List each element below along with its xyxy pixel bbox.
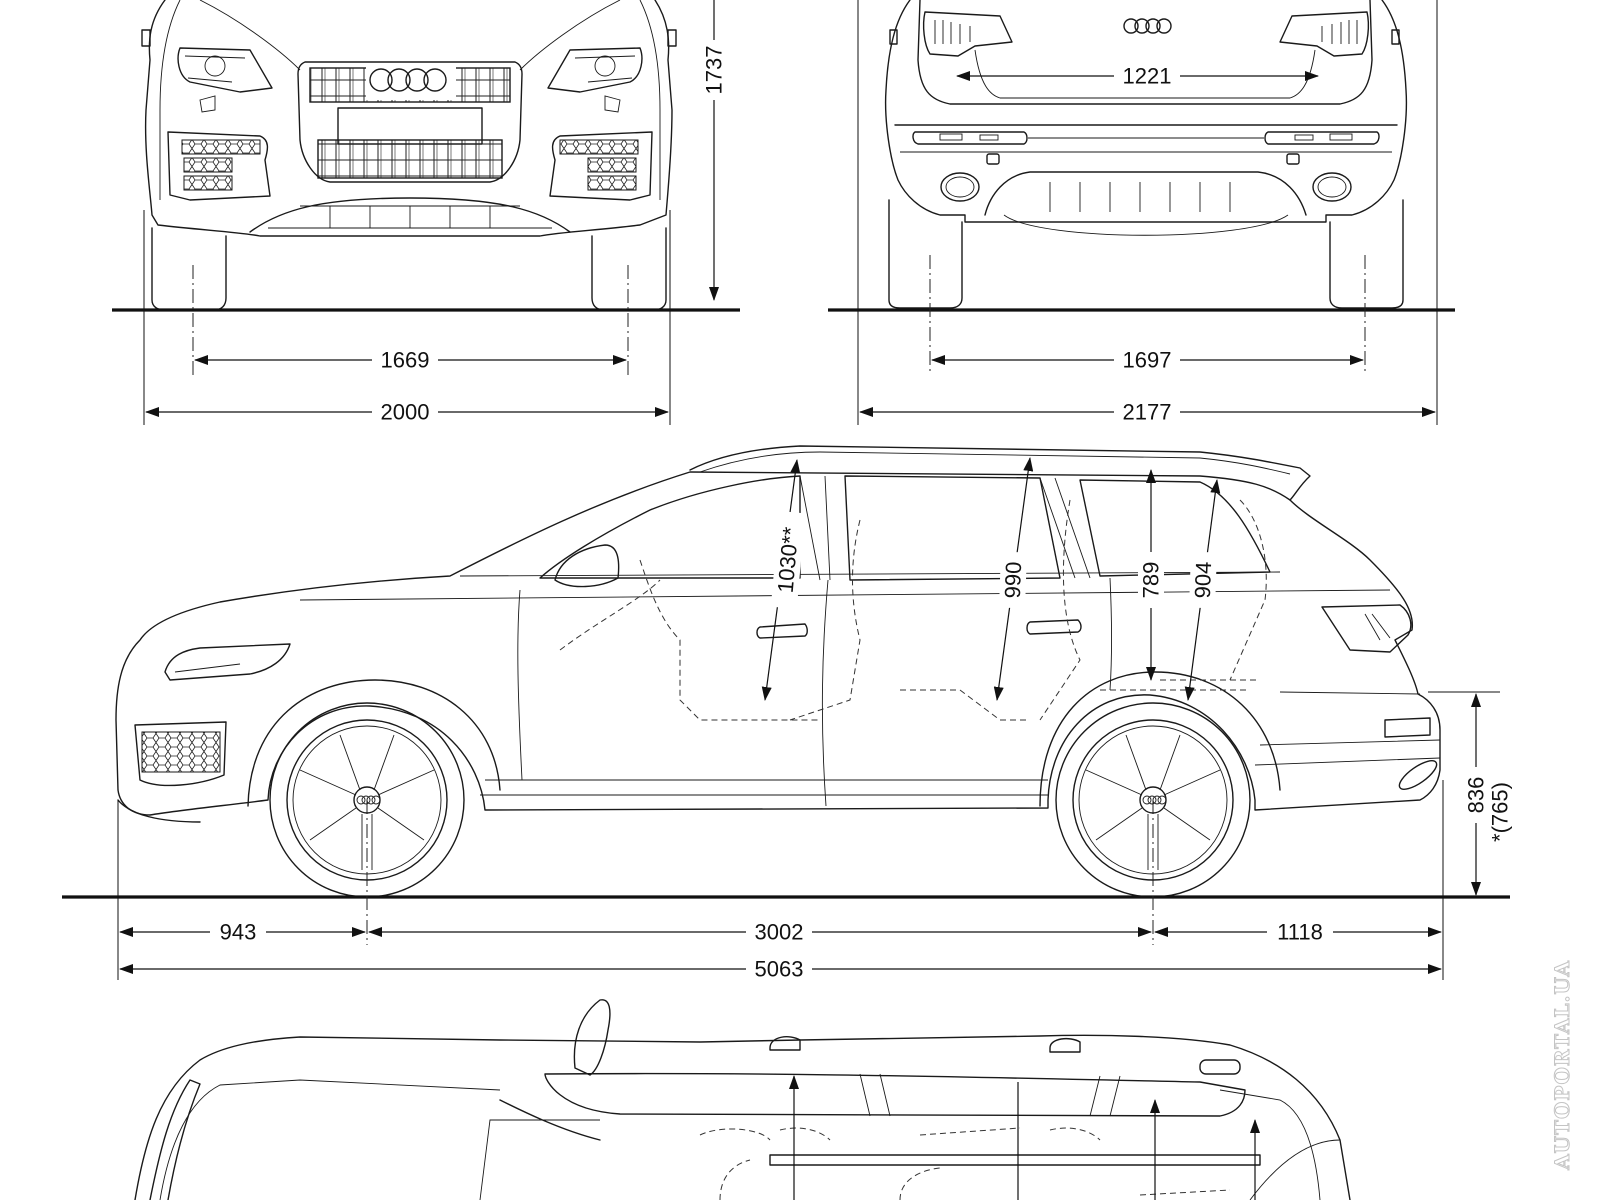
- left-mirror-stub: [141, 29, 151, 47]
- right-exhaust-tip: [1312, 172, 1352, 202]
- label-rear-overhang: 1118: [1277, 920, 1323, 945]
- front-side-window: [539, 475, 801, 579]
- left-exhaust-tip: [940, 172, 980, 202]
- label-overall-width: 2177: [1123, 400, 1172, 425]
- top-mirror: [573, 999, 611, 1076]
- label-front-headroom: 1030**: [773, 526, 804, 594]
- front-view: [112, 0, 740, 425]
- label-third-row-headroom: 904: [1190, 561, 1216, 599]
- side-mirror: [554, 544, 620, 588]
- audi-rings-wheel-badge: [356, 795, 381, 805]
- left-headlight: [177, 47, 273, 93]
- front-body-outline: [144, 0, 673, 237]
- label-front-width: 2000: [381, 400, 430, 425]
- right-mirror-stub: [667, 29, 677, 47]
- label-load-sill-height: 836: [1464, 777, 1489, 814]
- label-height: 1737: [702, 46, 727, 95]
- front-grille-frame: [297, 61, 523, 183]
- label-rear-track: 1697: [1123, 348, 1172, 373]
- label-cargo-height: 789: [1139, 562, 1164, 599]
- audi-rings-logo-front: [366, 64, 456, 100]
- side-headlight: [164, 643, 291, 681]
- side-body-outline: [115, 471, 1441, 816]
- dimension-labels: 1737 1669 2000 1221 1697 2177 1030** 990…: [210, 40, 1513, 982]
- front-wheel: [269, 702, 465, 898]
- side-exhaust-tip: [1398, 760, 1438, 790]
- roof-bar: [769, 1154, 1261, 1166]
- side-taillight: [1321, 604, 1412, 653]
- roof-rail: [689, 445, 1311, 501]
- rear-left-tire: [888, 199, 963, 309]
- rear-view: [828, 0, 1455, 425]
- rear-door-handle: [1026, 619, 1082, 635]
- rear-right-tire: [1329, 199, 1404, 309]
- rear-body-outline: [884, 0, 1408, 223]
- license-plate-area: [337, 107, 483, 145]
- front-right-tire: [591, 227, 667, 311]
- left-taillight: [922, 11, 1013, 57]
- front-left-tire: [151, 227, 227, 311]
- label-front-track: 1669: [381, 348, 430, 373]
- label-wheelbase: 3002: [755, 920, 804, 945]
- label-tailgate-width: 1221: [1123, 64, 1172, 89]
- rear-side-window: [1079, 479, 1271, 577]
- top-view: [134, 999, 1351, 1200]
- label-load-sill-height-alt: *(765): [1488, 782, 1513, 842]
- label-second-row-headroom: 990: [1000, 561, 1026, 599]
- middle-side-window: [844, 475, 1061, 581]
- watermark: AUTOPORTAL.UA: [1532, 940, 1592, 1190]
- watermark-text: AUTOPORTAL.UA: [1550, 960, 1575, 1171]
- right-taillight: [1279, 11, 1370, 57]
- top-body-outline: [134, 1034, 1351, 1200]
- label-overall-length: 5063: [755, 957, 804, 982]
- label-front-overhang: 943: [220, 920, 257, 945]
- audi-rings-wheel-badge: [1142, 795, 1167, 805]
- audi-rings-logo-rear: [1123, 18, 1172, 34]
- right-headlight: [547, 47, 643, 93]
- front-door-handle: [756, 623, 808, 639]
